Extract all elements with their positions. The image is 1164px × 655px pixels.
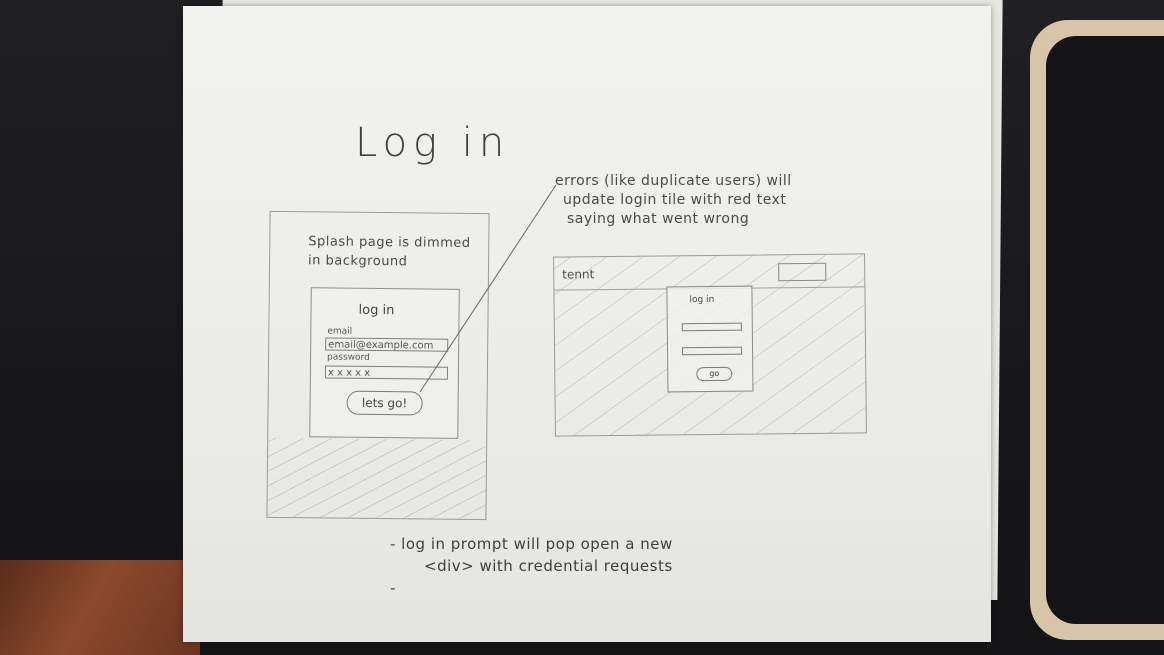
error-note: errors (like duplicate users) will updat…	[555, 172, 792, 229]
sketch-title: Log in	[355, 120, 511, 166]
bottom-note-line: - log in prompt will pop open a new	[390, 535, 673, 553]
bottom-note-line: -	[390, 579, 396, 597]
error-note-line: saying what went wrong	[567, 211, 750, 227]
bottom-notes: - log in prompt will pop open a new <div…	[390, 533, 673, 599]
error-note-line: update login tile with red text	[563, 192, 787, 208]
wooden-floor	[0, 560, 200, 655]
tablet-screen	[1046, 36, 1164, 624]
error-note-line: errors (like duplicate users) will	[555, 173, 792, 189]
bottom-note-line: <div> with credential requests	[424, 557, 673, 575]
